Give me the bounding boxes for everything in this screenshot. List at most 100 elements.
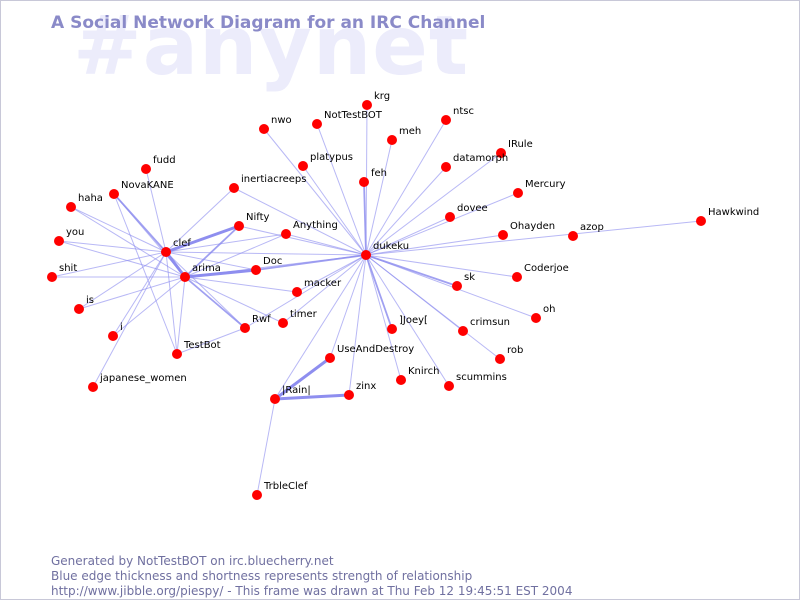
node-label: sk [464,272,475,283]
node-dot [109,189,119,199]
node-label: TestBot [183,340,221,351]
node-label: dovee [457,203,488,214]
node-label: crimsun [470,317,510,328]
node-label: Doc [263,256,282,267]
channel-watermark: #anynet [73,0,470,94]
node-dot [396,375,406,385]
edge-dukeku-meh [365,139,393,256]
edge-dukeku-UseAndDestroy [329,254,367,359]
node-label: |Rain| [282,385,311,396]
node-label: timer [290,309,318,320]
node-Coderjoe: Coderjoe [512,263,569,282]
edge-dukeku-rob [365,254,501,360]
node-dot [259,124,269,134]
edge-clef-Doc [165,251,257,271]
edge-clef-i [112,251,167,337]
node-label: zinx [356,381,376,392]
node-dot [512,272,522,282]
node-NotTestBOT: NotTestBOT [312,110,383,129]
node-label: ntsc [453,106,474,117]
edge-dukeku-datamorph [365,166,447,256]
node-TestBot: TestBot [172,340,221,359]
node-dot [47,272,57,282]
node-dot [270,394,280,404]
edge-dukeku-feh [363,181,367,256]
edge-dukeku-Ohayden [365,234,504,256]
node-label: Rwf [252,314,271,325]
node-shit: shit [47,263,77,282]
node-label: meh [399,126,421,137]
node-dot [496,148,506,158]
edges-layer [51,104,702,496]
node-dot [298,161,308,171]
node-dot [252,490,262,500]
node-Rwf: Rwf [240,314,271,333]
node-label: NotTestBOT [324,110,383,121]
node-label: is [86,295,94,306]
node-label: arima [192,263,221,274]
edge-arima-timer [184,276,284,324]
node-dot [696,216,706,226]
edge-clef-is [78,251,167,310]
node-label: datamorph [453,153,508,164]
node-Rain: |Rain| [270,385,311,404]
node-platypus: platypus [298,152,353,171]
node-Hawkwind: Hawkwind [696,207,759,226]
edge-dukeku-nwo [263,128,367,256]
edge-dukeku-timer [282,254,367,324]
page-title: A Social Network Diagram for an IRC Chan… [51,13,486,33]
node-inertiacreeps: inertiacreeps [229,174,306,193]
edge-dukeku-Rwf [244,254,367,329]
node-dukeku: dukeku [361,241,409,260]
edge-arima-Anything [184,233,287,278]
node-label: nwo [271,115,292,126]
node-label: haha [78,193,103,204]
node-oh: oh [531,304,555,323]
node-dot [278,318,288,328]
node-dot [172,349,182,359]
footer-generated-line: Generated by NotTestBOT on irc.bluecherr… [51,554,334,568]
edge-dukeku-Hawkwind [365,220,702,256]
node-dot [458,326,468,336]
node-dot [498,230,508,240]
node-Mercury: Mercury [513,179,566,198]
edge-clef-you [58,240,167,253]
node-label: clef [173,238,191,249]
node-i: i [108,322,123,341]
node-dot [441,115,451,125]
node-nwo: nwo [259,115,292,134]
edge-clef-Nifty [165,224,240,254]
node-label: i [120,322,123,333]
edge-clef-Anything [165,233,287,253]
node-label: oh [543,304,555,315]
node-dot [325,353,335,363]
node-dot [387,324,397,334]
node-Anything: Anything [281,220,338,239]
edge-dukeku-zinx [348,254,367,396]
node-dot [161,247,171,257]
edge-dukeku-Knirch [365,254,402,381]
edge-arima-macker [184,276,298,293]
edge-TestBot-Rwf [176,327,246,355]
node-Knirch: Knirch [396,366,439,385]
edge-clef-japanese_women [92,251,167,388]
node-Joey: ]Joey[ [387,315,428,334]
edge-arima-you [58,240,186,278]
node-rob: rob [495,345,523,364]
edge-arima-Doc [184,268,257,279]
node-label: Knirch [408,366,439,377]
node-label: UseAndDestroy [337,344,414,355]
edge-UseAndDestroy-Rain [274,356,331,401]
node-dot [361,250,371,260]
node-Nifty: Nifty [234,212,270,231]
node-dot [387,135,397,145]
node-label: Nifty [246,212,270,223]
node-IRule: IRule [496,139,533,158]
node-dot [531,313,541,323]
node-dot [359,177,369,187]
edge-dukeku-Coderjoe [365,254,518,278]
node-arima: arima [180,263,221,282]
